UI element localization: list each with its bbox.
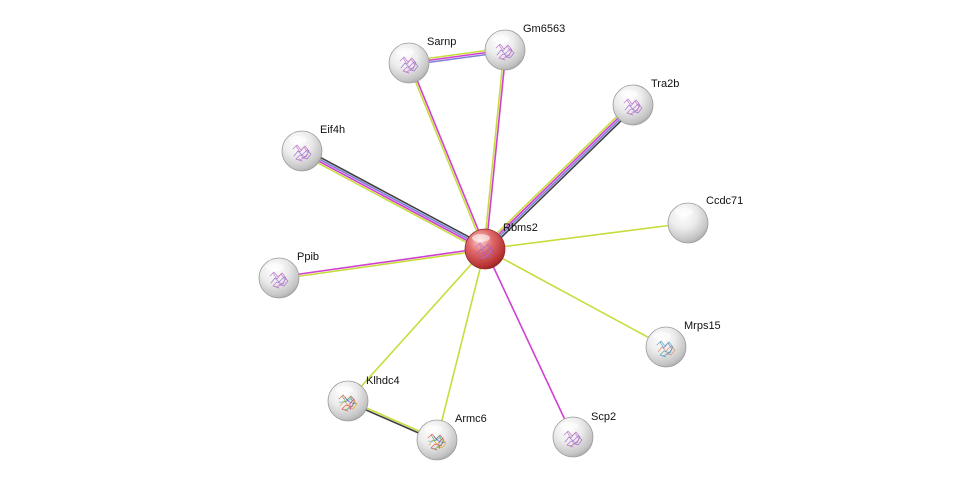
node-label: Klhdc4 [366, 375, 400, 387]
protein-structure-icon [495, 43, 515, 61]
edge-rbms2-scp2[interactable] [484, 248, 574, 438]
edge-rbms2-ppib[interactable] [278, 247, 486, 280]
node-label: Eif4h [320, 124, 345, 136]
protein-structure-icon [656, 340, 676, 358]
edge-line [486, 106, 636, 252]
node-tra2b[interactable]: Tra2b [612, 78, 679, 126]
edge-rbms2-klhdc4[interactable] [347, 248, 486, 402]
node-eif4h[interactable]: Eif4h [281, 124, 345, 172]
node-highlight [396, 48, 414, 56]
protein-structure-icon [475, 242, 495, 260]
edge-line [484, 222, 689, 250]
protein-structure-icon [292, 144, 312, 162]
edge-line [301, 151, 485, 251]
node-rbms2[interactable]: Rbms2 [464, 222, 538, 270]
node-label: Armc6 [455, 413, 487, 425]
node-ppib[interactable]: Ppib [258, 251, 319, 299]
edge-line [303, 147, 487, 248]
edge-line [482, 102, 632, 248]
node-highlight [620, 90, 638, 98]
node-highlight [560, 422, 578, 430]
node-armc6[interactable]: Armc6 [416, 413, 487, 461]
protein-structure-icon [427, 433, 447, 451]
protein-structure-icon [563, 430, 583, 448]
node-label: Mrps15 [684, 320, 721, 332]
node-gm6563[interactable]: Gm6563 [484, 23, 565, 71]
node-klhdc4[interactable]: Klhdc4 [327, 375, 400, 422]
protein-structure-icon [338, 394, 358, 412]
edge-line [485, 50, 507, 250]
node-label: Sarnp [427, 36, 456, 48]
node-label: Scp2 [591, 411, 616, 423]
node-sarnp[interactable]: Sarnp [388, 36, 456, 84]
edge-line [347, 248, 486, 402]
edge-line [436, 248, 486, 441]
node-mrps15[interactable]: Mrps15 [645, 320, 721, 368]
node-label: Rbms2 [503, 222, 538, 234]
edge-rbms2-eif4h[interactable] [300, 147, 487, 253]
edge-line [483, 103, 633, 249]
edge-rbms2-ccdc71[interactable] [484, 222, 689, 250]
edge-rbms2-mrps15[interactable] [484, 248, 667, 348]
node-highlight [675, 208, 693, 216]
node-label: Ppib [297, 251, 319, 263]
node-ccdc71[interactable]: Ccdc71 [667, 195, 743, 244]
node-label: Gm6563 [523, 23, 565, 35]
edge-rbms2-gm6563[interactable] [483, 49, 507, 250]
node-highlight [335, 386, 353, 394]
edge-line [409, 62, 487, 249]
edge-line [279, 249, 486, 280]
nodes-layer: Rbms2 Sarnp Gm6563Tra2bEif4hCcdc71PpibMrps… [258, 23, 743, 461]
edge-line [485, 105, 635, 251]
node-scp2[interactable]: Scp2 [552, 411, 616, 458]
node-highlight [289, 136, 307, 144]
node-highlight [266, 263, 284, 271]
edge-line [302, 149, 486, 249]
node-highlight [653, 332, 671, 340]
edge-rbms2-tra2b[interactable] [482, 102, 636, 252]
node-highlight [472, 234, 490, 242]
node-highlight [424, 425, 442, 433]
edge-line [483, 49, 505, 249]
edge-line [407, 63, 485, 250]
protein-structure-icon [623, 98, 643, 116]
edge-line [300, 152, 484, 253]
node-highlight [492, 35, 510, 43]
edge-line [484, 248, 667, 348]
edge-rbms2-sarnp[interactable] [407, 62, 487, 250]
protein-structure-icon [399, 56, 419, 74]
edge-line [484, 248, 574, 438]
edge-rbms2-armc6[interactable] [436, 248, 486, 441]
protein-structure-icon [269, 271, 289, 289]
node-label: Tra2b [651, 78, 679, 90]
edge-line [278, 247, 485, 278]
node-label: Ccdc71 [706, 195, 743, 207]
